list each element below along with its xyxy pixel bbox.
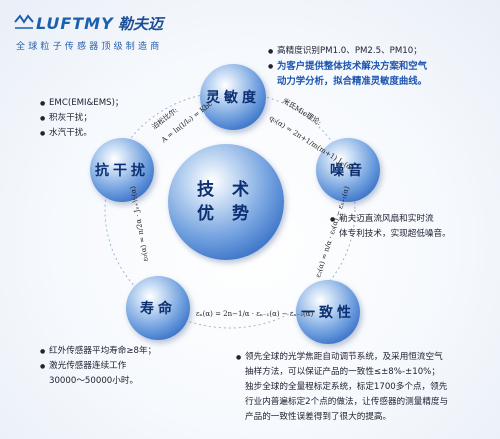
node-sensitivity: 灵敏度 xyxy=(200,64,266,130)
luftmy-logo-mark xyxy=(14,14,34,29)
node-interference-label: 抗干扰 xyxy=(95,163,149,179)
node-noise: 噪音 xyxy=(316,138,380,202)
node-lifetime-label: 寿命 xyxy=(140,301,176,317)
list-item: 30000～50000小时。 xyxy=(49,376,139,386)
list-item: 抽样方法，可以保证产品的一致性≤±8%-±10%； xyxy=(245,367,440,377)
sensitivity-list: 高精度识别PM1.0、PM2.5、PM10；为客户提供整体技术解决方案和空气动力… xyxy=(268,44,427,89)
node-sensitivity-label: 灵敏度 xyxy=(206,90,260,106)
node-interference: 抗干扰 xyxy=(90,138,154,202)
list-item: 领先全球的光学焦距自动调节系统，及采用恒流空气 xyxy=(236,350,448,365)
list-item: 水汽干扰。 xyxy=(40,126,124,141)
node-noise-label: 噪音 xyxy=(330,163,366,179)
list-item: 红外传感器平均寿命≥8年； xyxy=(40,344,156,359)
list-item: 体专利技术，实现超低噪音。 xyxy=(339,229,451,239)
center-circle: 技 术 优 势 xyxy=(168,144,284,260)
list-item: 积灰干扰； xyxy=(40,111,124,126)
interference-list: EMC(EMI&EMS)；积灰干扰；水汽干扰。 xyxy=(40,96,124,141)
center-title-line1: 技 术 xyxy=(197,180,255,200)
center-title-line2: 优 势 xyxy=(197,204,255,224)
list-item: 独步全球的全量程标定系统，标定1700多个点，领先 xyxy=(245,382,448,392)
list-item: 行业内普遍标定2个点的做法，让传感器的测量精度与 xyxy=(245,397,449,407)
brand-name: LUFTMY xyxy=(36,14,114,33)
node-consistency-label: 一致性 xyxy=(301,305,355,321)
consistency-list: 领先全球的光学焦距自动调节系统，及采用恒流空气抽样方法，可以保证产品的一致性≤±… xyxy=(236,350,448,425)
lifetime-list: 红外传感器平均寿命≥8年；激光传感器连续工作 30000～50000小时。 xyxy=(40,344,156,389)
brand-logo: LUFTMY 勒夫迈 全球粒子传感器顶级制造商 xyxy=(14,12,194,60)
list-item: 产品的一致性误差得到了很大的提高。 xyxy=(245,412,392,422)
list-item: 高精度识别PM1.0、PM2.5、PM10； xyxy=(268,44,427,59)
list-item: 激光传感器连续工作 xyxy=(40,359,156,374)
node-consistency: 一致性 xyxy=(296,280,360,344)
list-item: 动力学分析，拟合精准灵敏度曲线。 xyxy=(277,76,428,87)
formula-consistency: εₙ(α) = 2n−1/α · εₙ₋₁(α) − εₙ₋₂(α) xyxy=(196,310,314,318)
list-item: 勒夫迈直流风扇和实时流 xyxy=(330,212,451,227)
list-item: 为客户提供整体技术解决方案和空气 xyxy=(268,59,427,74)
node-lifetime: 寿命 xyxy=(126,276,190,340)
brand-tagline: 全球粒子传感器顶级制造商 xyxy=(16,42,163,52)
list-item: EMC(EMI&EMS)； xyxy=(40,96,124,111)
brand-name-cn: 勒夫迈 xyxy=(118,15,164,33)
